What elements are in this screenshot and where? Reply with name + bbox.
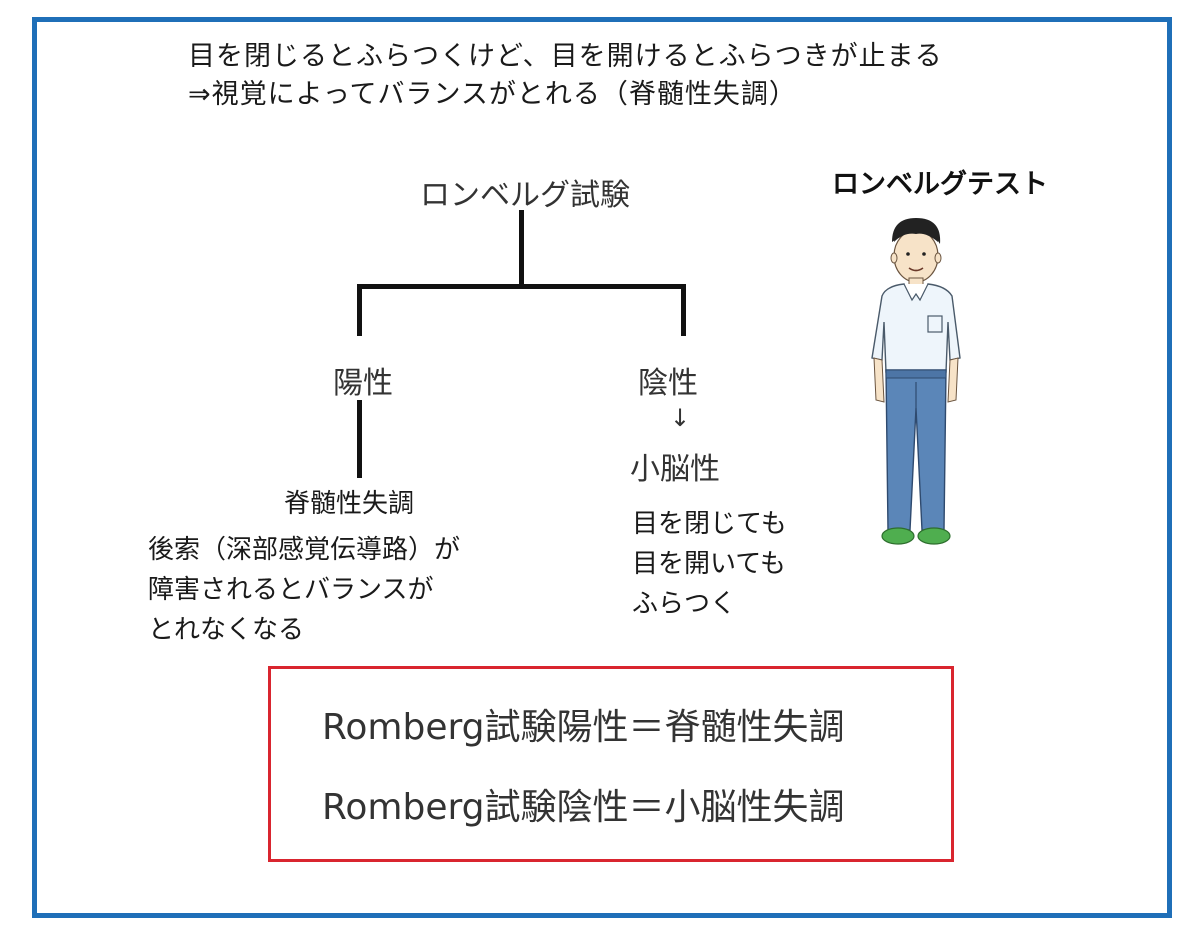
spinal-desc: 後索（深部感覚伝導路）が 障害されるとバランスが とれなくなる (148, 530, 460, 650)
spinal-desc-line-2: 障害されるとバランスが (148, 575, 434, 605)
intro-line-1: 目を閉じるとふらつくけど、目を開けるとふらつきが止まる (188, 41, 943, 72)
illustration-title: ロンベルグテスト (832, 169, 1048, 200)
summary-line-2: Romberg試験陰性＝小脳性失調 (322, 787, 845, 828)
spinal-desc-line-3: とれなくなる (148, 615, 305, 645)
positive-label: 陽性 (333, 366, 393, 401)
summary-line-1: Romberg試験陽性＝脊髄性失調 (322, 707, 845, 748)
cerebellar-label: 小脳性 (630, 452, 720, 487)
cerebellar-desc-line-2: 目を開いても (632, 549, 786, 579)
spinal-ataxia-label: 脊髄性失調 (284, 489, 415, 519)
spinal-desc-line-1: 後索（深部感覚伝導路）が (148, 535, 461, 565)
cerebellar-desc-line-3: ふらつく (632, 589, 737, 619)
outer-frame (32, 17, 1172, 918)
tree-branch-bar (357, 284, 686, 289)
summary-box (268, 666, 954, 862)
cerebellar-desc-line-1: 目を閉じても (632, 509, 787, 539)
tree-left-drop (357, 284, 362, 336)
standing-man-icon (871, 218, 961, 545)
intro-line-2: ⇒視覚によってバランスがとれる（脊髄性失調） (188, 79, 797, 110)
tree-root-stem (519, 210, 524, 286)
tree-right-drop (681, 284, 686, 336)
down-arrow-icon: ↓ (670, 404, 691, 432)
tree-root-label: ロンベルグ試験 (420, 178, 630, 213)
cerebellar-desc: 目を閉じても 目を開いても ふらつく (632, 504, 787, 624)
negative-label: 陰性 (638, 366, 698, 401)
positive-stem (357, 400, 362, 478)
